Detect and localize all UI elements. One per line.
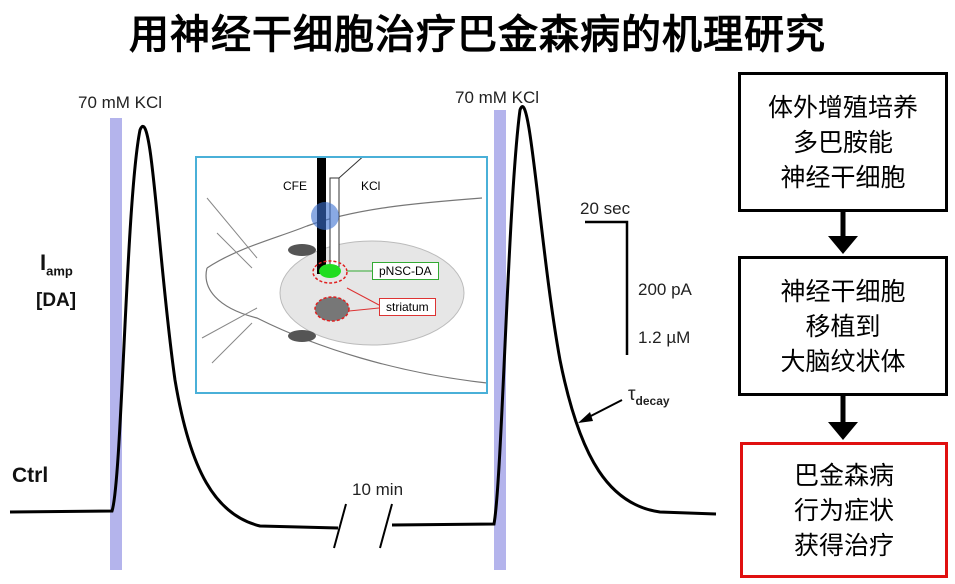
trace-treated <box>391 105 717 527</box>
kcl-stim-bar-2 <box>494 110 506 570</box>
flow-step-line: 多巴胺能 <box>792 127 893 157</box>
flow-step-line: 大脑纹状体 <box>780 346 906 376</box>
stim-label-1: 70 mM KCl <box>78 93 163 112</box>
axis-break-slash-2 <box>379 503 393 549</box>
mouse-brain-drawing <box>201 158 486 384</box>
flow-step-line: 体外增殖培养 <box>767 92 918 122</box>
flow-step-culture: 体外增殖培养 多巴胺能 神经干细胞 <box>738 72 948 212</box>
flow-step-transplant: 神经干细胞 移植到 大脑纹状体 <box>738 256 948 396</box>
flow-step-line: 获得治疗 <box>793 530 894 560</box>
tau-decay-label: τdecay <box>628 384 670 408</box>
tau-arrow-head <box>578 412 593 423</box>
flow-step-line: 神经干细胞 <box>780 276 906 306</box>
break-label: 10 min <box>352 480 404 499</box>
ctrl-label: Ctrl <box>12 464 49 487</box>
page-title: 用神经干细胞治疗巴金森病的机理研究 <box>129 12 826 58</box>
flow-arrow-2-head <box>828 422 858 440</box>
flow-step-line: 移植到 <box>805 311 881 341</box>
mouse-brain-inset: CFE KCl pNSC-DA striatum <box>195 156 488 394</box>
axis-break-slash-1 <box>333 503 347 549</box>
kcl-stim-bar-1 <box>110 118 122 570</box>
striatum-label: striatum <box>379 298 436 316</box>
scale-conc-label: 1.2 µM <box>638 328 691 347</box>
flow-arrow-1-head <box>828 236 858 254</box>
flow-step-line: 行为症状 <box>793 495 894 525</box>
scale-time-label: 20 sec <box>580 199 631 218</box>
scale-bar <box>585 220 629 355</box>
stim-label-2: 70 mM KCl <box>455 88 540 107</box>
y-label-da: [DA] <box>36 290 77 311</box>
pnsc-da-label: pNSC-DA <box>372 262 439 280</box>
flow-step-line: 神经干细胞 <box>780 162 906 192</box>
scale-current-label: 200 pA <box>638 280 692 299</box>
flow-step-line: 巴金森病 <box>793 460 894 490</box>
y-label-current: Iamp <box>40 250 73 279</box>
kcl-label: KCl <box>361 179 381 193</box>
flow-step-treatment: 巴金森病 行为症状 获得治疗 <box>740 442 948 578</box>
cfe-label: CFE <box>277 178 313 194</box>
trace-ctrl <box>9 125 339 530</box>
